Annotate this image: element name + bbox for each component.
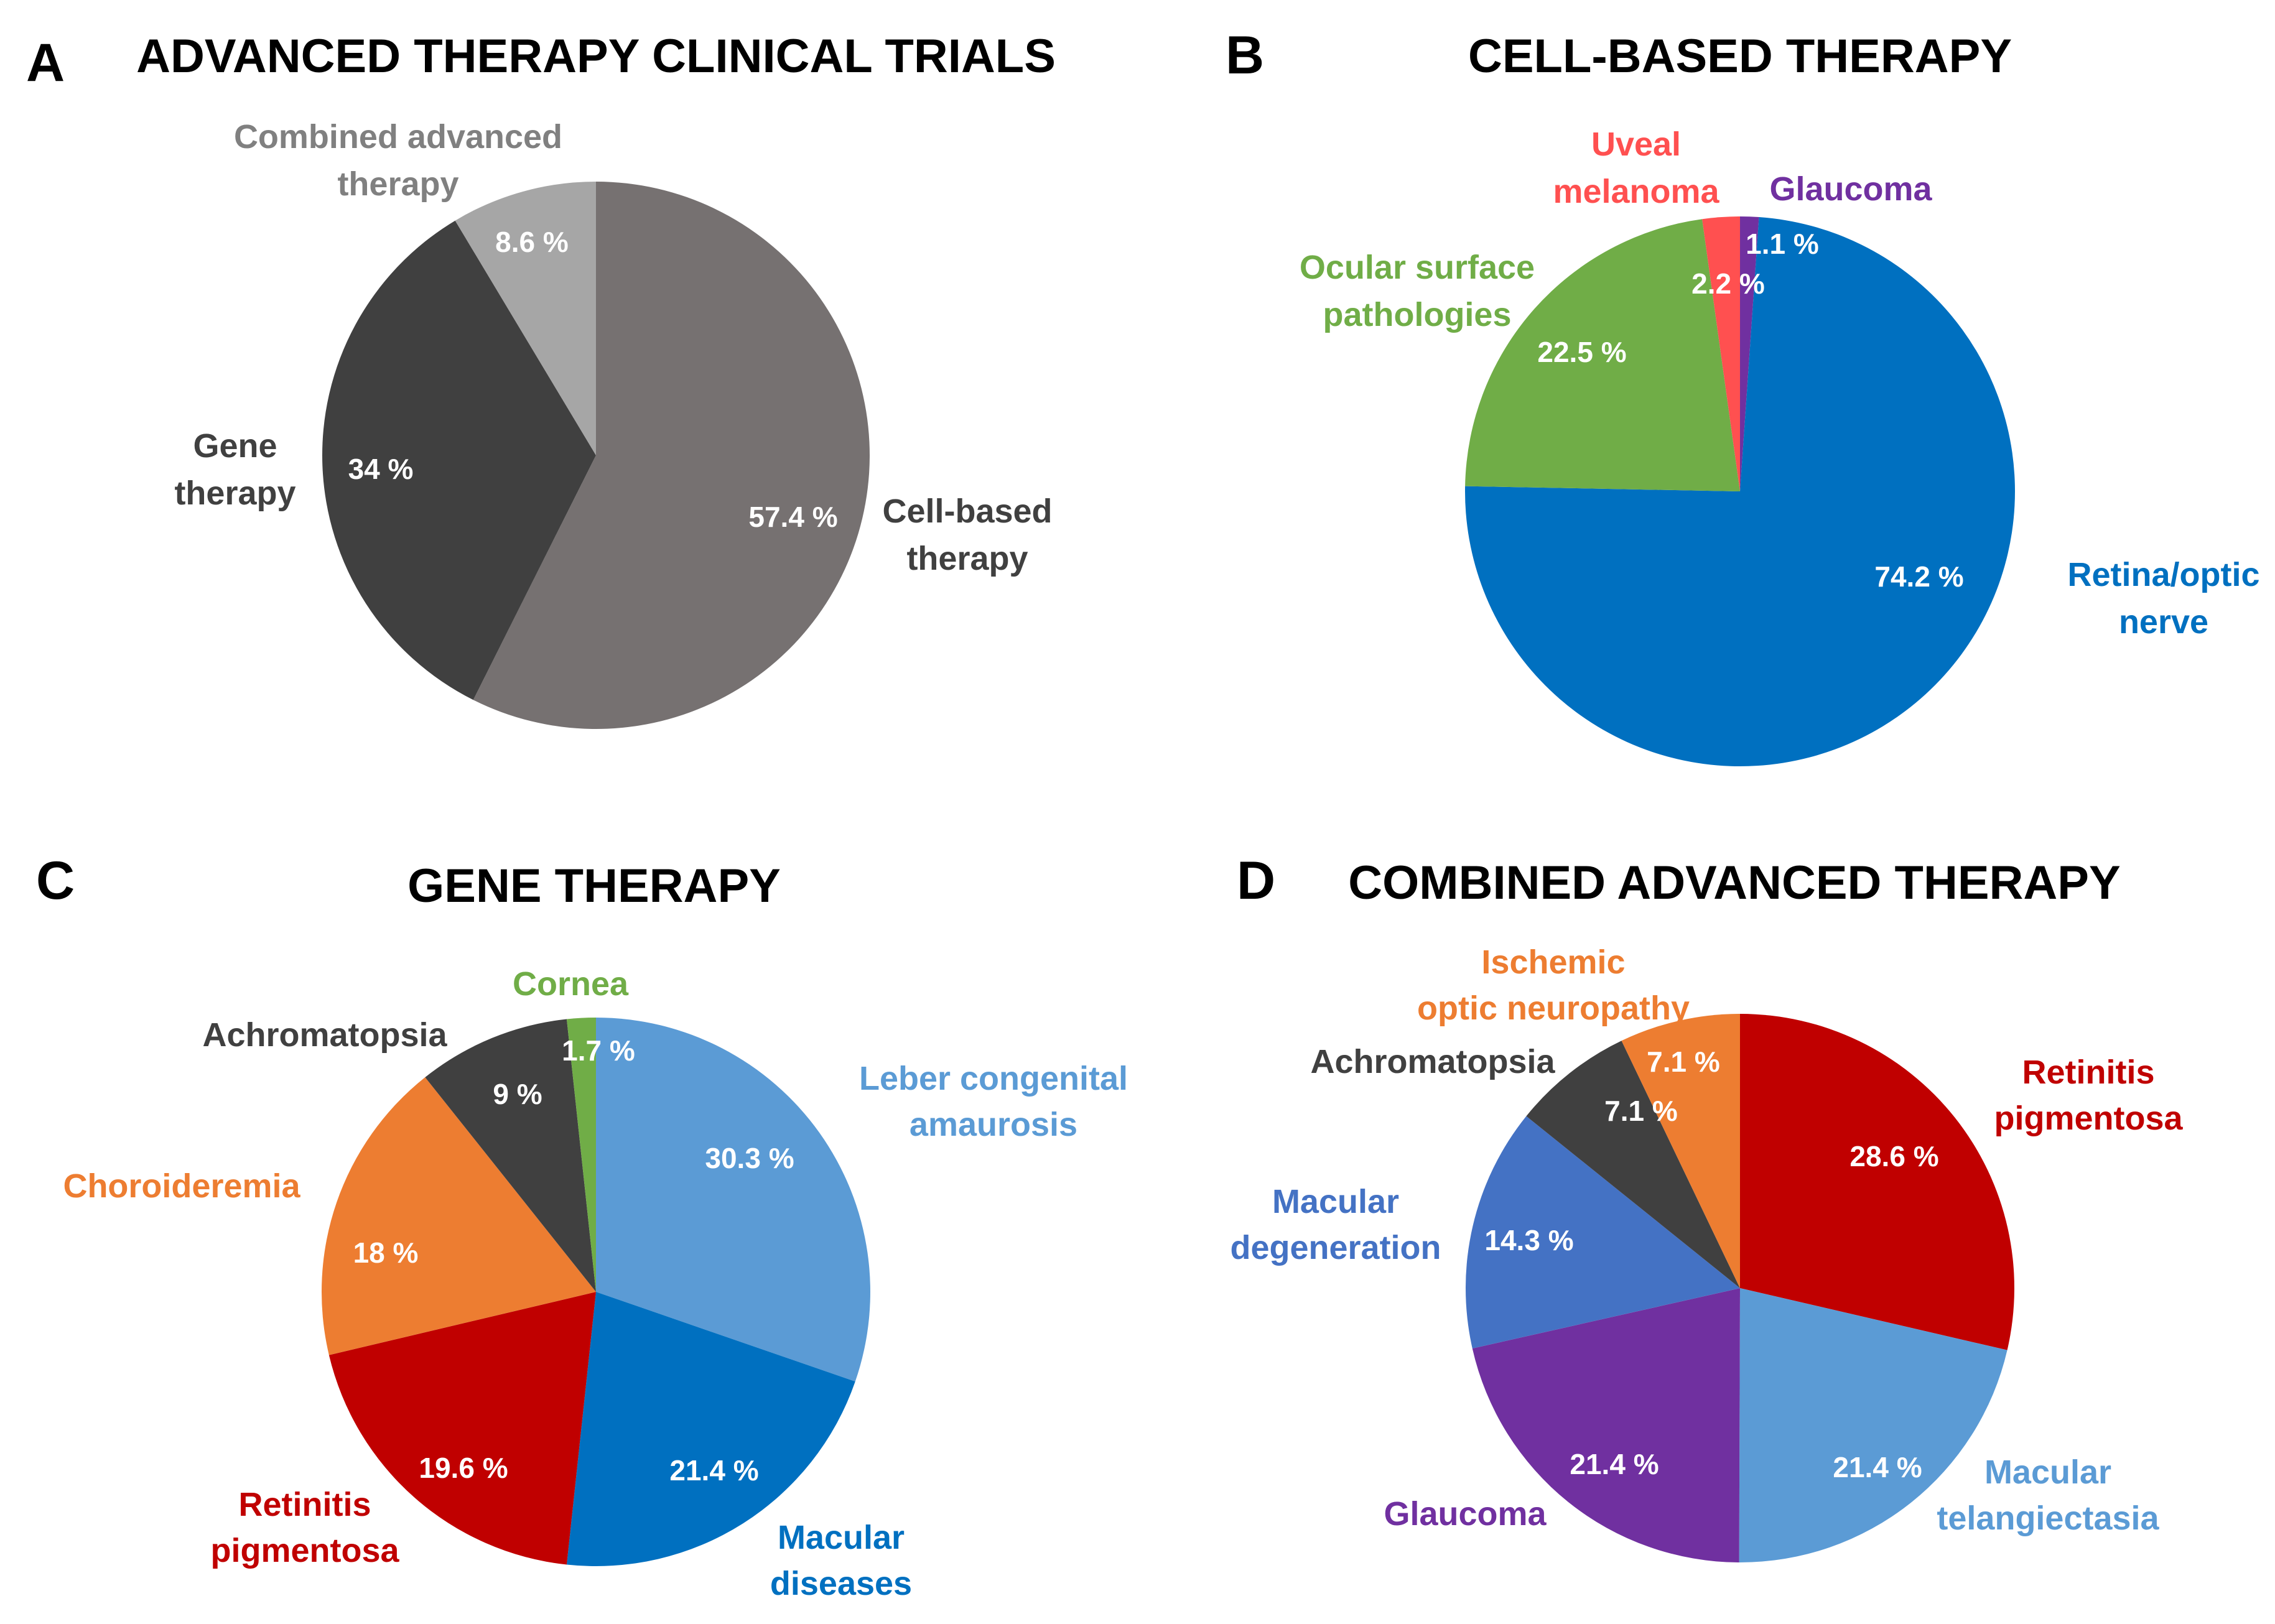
- panel-a-title: ADVANCED THERAPY CLINICAL TRIALS: [136, 30, 1056, 83]
- pie-d-slice-5: [1526, 1041, 1740, 1288]
- panel-c: C GENE THERAPY 30.3 % 21.4 % 19.6 % 18 %…: [36, 851, 1128, 1602]
- pie-a-value-label-2: 34 %: [348, 453, 414, 485]
- pie-d-slice-1: [1740, 1014, 2015, 1350]
- pie-b-category-label-1: Glaucoma: [1769, 170, 1932, 208]
- panel-b-slices: [1465, 216, 2016, 767]
- pie-c-category-label-6: Cornea: [513, 965, 629, 1003]
- panel-b-value-labels: 1.1 % 74.2 % 22.5 % 2.2 %: [1537, 228, 1963, 593]
- pie-a-slice-3: [455, 182, 596, 455]
- panel-d-value-labels: 28.6 % 21.4 % 21.4 % 14.3 % 7.1 % 7.1 %: [1484, 1046, 1938, 1483]
- pie-d-category-label-5: Achromatopsia: [1310, 1043, 1555, 1080]
- pie-c-category-label-4: Choroideremia: [63, 1167, 300, 1205]
- panel-a-letter: A: [26, 33, 65, 93]
- pie-c-slice-5: [425, 1019, 596, 1292]
- panel-c-title: GENE THERAPY: [407, 860, 781, 912]
- panel-c-value-labels: 30.3 % 21.4 % 19.6 % 18 % 9 % 1.7 %: [353, 1034, 794, 1487]
- panel-a-slices: [322, 182, 870, 729]
- pie-a-value-label-3: 8.6 %: [495, 226, 569, 258]
- panel-d-title: COMBINED ADVANCED THERAPY: [1348, 856, 2120, 909]
- pie-d-value-label-6: 7.1 %: [1647, 1046, 1720, 1078]
- pie-b-slice-2: [1465, 217, 2016, 767]
- pie-b-value-label-3: 22.5 %: [1537, 336, 1626, 368]
- pie-d-value-label-4: 14.3 %: [1484, 1224, 1573, 1256]
- panel-d-slices: [1465, 1014, 2015, 1563]
- panel-b: B CELL-BASED THERAPY 1.1 % 74.2 % 22.5 %…: [1226, 26, 2260, 767]
- pie-c-slice-3: [328, 1292, 596, 1565]
- pie-d-value-label-5: 7.1 %: [1604, 1095, 1678, 1127]
- pie-d-value-label-1: 28.6 %: [1849, 1140, 1938, 1172]
- pie-a-value-label-1: 57.4 %: [748, 501, 837, 533]
- pie-c-slice-4: [321, 1077, 596, 1355]
- panel-a-value-labels: 57.4 % 34 % 8.6 %: [348, 226, 838, 533]
- pie-b-slice-4: [1702, 216, 1740, 491]
- panel-a: A ADVANCED THERAPY CLINICAL TRIALS 57.4 …: [26, 30, 1056, 729]
- panel-d-letter: D: [1237, 851, 1275, 911]
- pie-d-value-label-3: 21.4 %: [1570, 1448, 1659, 1480]
- panel-b-letter: B: [1226, 26, 1264, 85]
- pie-b-slice-3: [1465, 219, 1740, 491]
- pie-c-slice-1: [596, 1018, 870, 1382]
- pie-c-category-label-5: Achromatopsia: [202, 1016, 447, 1054]
- pie-b-value-label-2: 74.2 %: [1874, 560, 1963, 593]
- pie-c-value-label-5: 9 %: [493, 1078, 542, 1110]
- pie-c-slice-6: [566, 1018, 596, 1292]
- pie-c-slice-2: [566, 1292, 855, 1567]
- pie-a-slice-2: [322, 220, 596, 700]
- pie-c-value-label-3: 19.6 %: [419, 1452, 508, 1484]
- pie-b-value-label-4: 2.2 %: [1691, 267, 1765, 300]
- panel-c-slices: [321, 1018, 870, 1567]
- pie-d-value-label-2: 21.4 %: [1833, 1451, 1922, 1483]
- pie-d-slice-3: [1472, 1288, 1740, 1562]
- pie-d-slice-2: [1739, 1288, 2007, 1563]
- pie-d-category-label-3: Glaucoma: [1384, 1495, 1547, 1533]
- pie-d-slice-4: [1465, 1116, 1740, 1348]
- pie-c-value-label-4: 18 %: [353, 1237, 419, 1269]
- pie-c-value-label-2: 21.4 %: [669, 1454, 758, 1487]
- panel-d: D COMBINED ADVANCED THERAPY 28.6 % 21.4 …: [1230, 851, 2183, 1563]
- panel-b-title: CELL-BASED THERAPY: [1468, 30, 2012, 83]
- pie-a-slice-1: [473, 182, 870, 729]
- pie-b-value-label-1: 1.1 %: [1746, 228, 1819, 260]
- pie-b-slice-1: [1740, 216, 1759, 491]
- pie-c-value-label-6: 1.7 %: [562, 1034, 635, 1067]
- pie-c-value-label-1: 30.3 %: [705, 1142, 794, 1174]
- panel-c-letter: C: [36, 851, 75, 911]
- pie-d-slice-6: [1621, 1014, 1740, 1288]
